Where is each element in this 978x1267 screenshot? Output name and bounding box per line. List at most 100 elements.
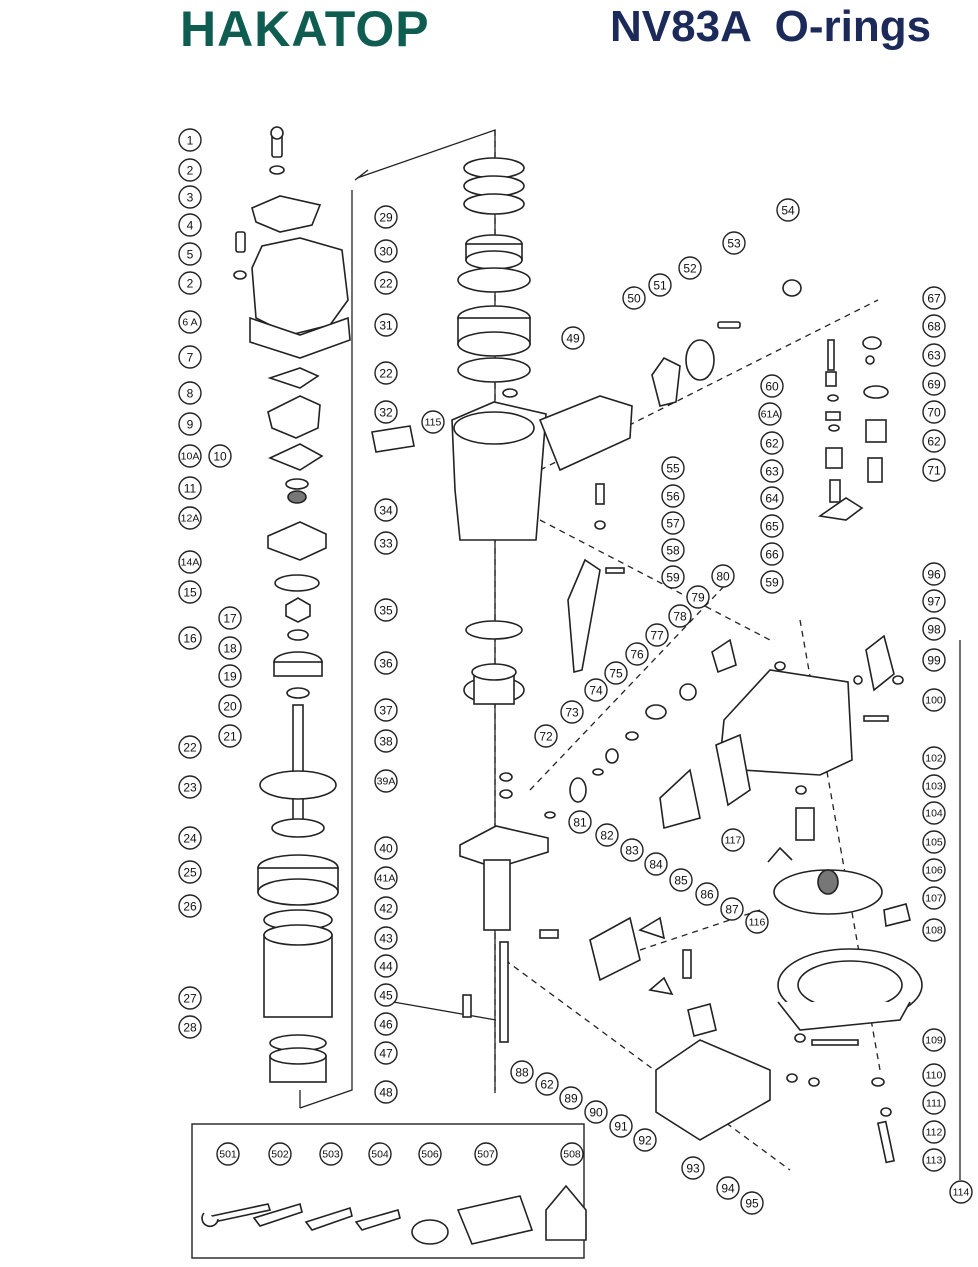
- callout-68: 68: [922, 314, 946, 338]
- callout-87: 87: [720, 897, 744, 921]
- callout-106: 106: [922, 858, 946, 882]
- callout-label: 73: [565, 706, 579, 720]
- callout-circle: [374, 361, 398, 385]
- callout-18: 18: [218, 636, 242, 660]
- callout-50: 50: [622, 286, 646, 310]
- callout-label: 45: [379, 989, 393, 1003]
- callout-100: 100: [922, 688, 946, 712]
- callout-circle: [178, 826, 202, 850]
- callout-112: 112: [922, 1120, 946, 1144]
- callout-47: 47: [374, 1041, 398, 1065]
- callout-label: 32: [379, 406, 393, 420]
- callout-circle: [645, 623, 669, 647]
- callout-22: 22: [374, 271, 398, 295]
- callout-label: 85: [674, 874, 688, 888]
- callout-circle: [609, 1114, 633, 1138]
- callout-54: 54: [776, 198, 800, 222]
- callout-22: 22: [178, 735, 202, 759]
- callout-113: 113: [922, 1148, 946, 1172]
- callout-label: 87: [725, 903, 739, 917]
- callout-circle: [368, 1142, 392, 1166]
- callout-109: 109: [922, 1028, 946, 1052]
- callout-circle: [922, 1148, 946, 1172]
- callout-label: 108: [925, 925, 943, 937]
- callout-label: 27: [183, 992, 197, 1006]
- callout-111: 111: [922, 1091, 946, 1115]
- callout-110: 110: [922, 1063, 946, 1087]
- callout-label: 41A: [377, 873, 396, 885]
- callout-label: 72: [539, 730, 553, 744]
- callout-41a: 41A: [374, 866, 398, 890]
- callout-label: 47: [379, 1047, 393, 1061]
- callout-circle: [374, 698, 398, 722]
- callout-label: 93: [686, 1162, 700, 1176]
- callout-circle: [922, 858, 946, 882]
- callout-circle: [922, 1063, 946, 1087]
- callout-99: 99: [922, 648, 946, 672]
- callout-circle: [760, 514, 784, 538]
- callout-circle: [922, 372, 946, 396]
- callout-circle: [178, 894, 202, 918]
- callout-circle: [922, 286, 946, 310]
- callout-circle: [695, 882, 719, 906]
- callout-66: 66: [760, 542, 784, 566]
- callout-40: 40: [374, 836, 398, 860]
- callout-circle: [716, 1176, 740, 1200]
- callout-12a: 12A: [178, 506, 202, 530]
- callout-label: 105: [925, 837, 943, 849]
- cylinder-cap-group: [233, 126, 351, 592]
- callout-81: 81: [568, 810, 592, 834]
- callout-label: 99: [927, 654, 941, 668]
- callout-circle: [374, 983, 398, 1007]
- callout-circle: [218, 606, 242, 630]
- callout-114: 114: [949, 1180, 973, 1204]
- callout-501: 501: [216, 1142, 240, 1166]
- callout-73: 73: [560, 700, 584, 724]
- callout-20: 20: [218, 694, 242, 718]
- callout-circle: [648, 273, 672, 297]
- callout-label: 76: [630, 648, 644, 662]
- callout-label: 111: [926, 1098, 942, 1110]
- piston-group: [257, 597, 339, 1083]
- callout-label: 60: [765, 380, 779, 394]
- callout-circle: [178, 242, 202, 266]
- callout-31: 31: [374, 313, 398, 337]
- callout-circle: [686, 585, 710, 609]
- callout-80: 80: [711, 564, 735, 588]
- callout-circle: [922, 400, 946, 424]
- callout-circle: [722, 231, 746, 255]
- callout-label: 71: [927, 464, 941, 478]
- callout-label: 21: [223, 730, 237, 744]
- callout-85: 85: [669, 868, 693, 892]
- callout-58: 58: [661, 538, 685, 562]
- callout-19: 19: [218, 664, 242, 688]
- callout-circle: [760, 431, 784, 455]
- callout-44: 44: [374, 954, 398, 978]
- callout-label: 102: [925, 753, 943, 765]
- callout-504: 504: [368, 1142, 392, 1166]
- callout-15: 15: [178, 580, 202, 604]
- callout-label: 62: [927, 435, 941, 449]
- callout-circle: [178, 412, 202, 436]
- callout-circle: [922, 1120, 946, 1144]
- callout-circle: [374, 598, 398, 622]
- callout-61a: 61A: [758, 402, 782, 426]
- callout-label: 59: [666, 571, 680, 585]
- callout-93: 93: [681, 1156, 705, 1180]
- callout-56: 56: [661, 484, 685, 508]
- callout-label: 94: [721, 1182, 735, 1196]
- callout-circle: [374, 239, 398, 263]
- callout-33: 33: [374, 531, 398, 555]
- spring-and-cylinder-group: [371, 157, 633, 1043]
- callout-42: 42: [374, 896, 398, 920]
- callout-circle: [922, 830, 946, 854]
- callout-28: 28: [178, 1015, 202, 1039]
- callout-circle: [740, 1191, 764, 1215]
- callout-label: 33: [379, 537, 393, 551]
- callout-label: 3: [187, 191, 194, 205]
- callout-label: 61A: [761, 409, 780, 421]
- callout-circle: [218, 724, 242, 748]
- callout-71: 71: [922, 458, 946, 482]
- callout-label: 62: [540, 1078, 554, 1092]
